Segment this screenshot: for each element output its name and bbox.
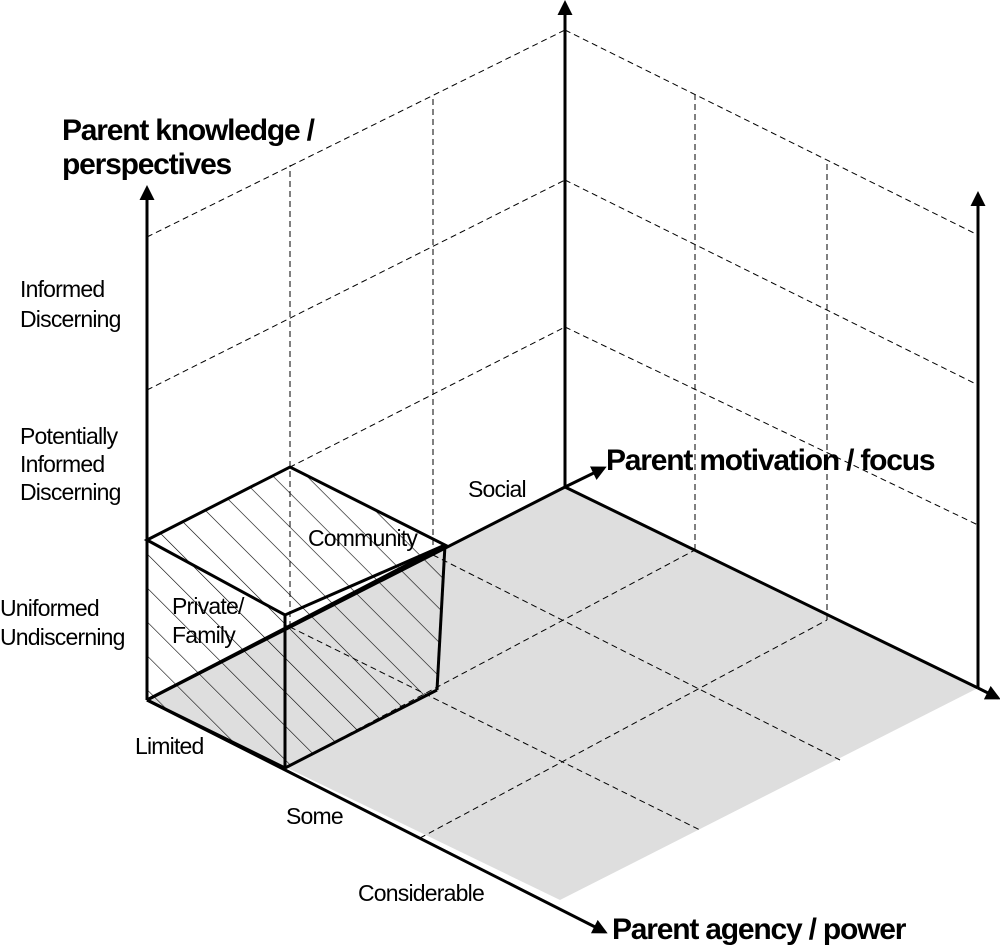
- motivation-axis-title: Parent motivation / focus: [606, 444, 935, 477]
- motivation-level-family: Family: [172, 622, 236, 648]
- floor-plane: [147, 487, 978, 900]
- agency-level-considerable: Considerable: [358, 880, 484, 906]
- agency-level-limited: Limited: [135, 733, 204, 759]
- agency-axis-title: Parent agency / power: [612, 913, 907, 946]
- motivation-level-private: Private/: [172, 593, 245, 619]
- knowledge-axis-title-line1: Parent knowledge /: [62, 114, 316, 147]
- knowledge-level-uninformed-2: Undiscerning: [0, 624, 125, 650]
- motivation-level-community: Community: [308, 525, 418, 551]
- knowledge-level-potential-3: Discerning: [20, 479, 121, 505]
- floor-grid: [284, 549, 841, 839]
- motivation-axis: [564, 466, 607, 489]
- agency-level-some: Some: [286, 803, 343, 829]
- right-wall-grid: [564, 29, 979, 620]
- knowledge-level-potential-1: Potentially: [20, 423, 119, 449]
- knowledge-axis-title-line2: perspectives: [62, 148, 232, 181]
- right-floor-arrow: [977, 685, 1000, 700]
- floor-edges: [146, 485, 979, 702]
- motivation-level-social: Social: [468, 476, 526, 502]
- knowledge-level-uninformed-1: Uniformed: [0, 595, 99, 621]
- back-wall-grid: [146, 29, 566, 627]
- knowledge-level-informed-1: Informed: [20, 276, 104, 302]
- knowledge-level-informed-2: Discerning: [20, 306, 121, 332]
- knowledge-level-potential-2: Informed: [20, 451, 104, 477]
- agency-axis: [146, 698, 608, 934]
